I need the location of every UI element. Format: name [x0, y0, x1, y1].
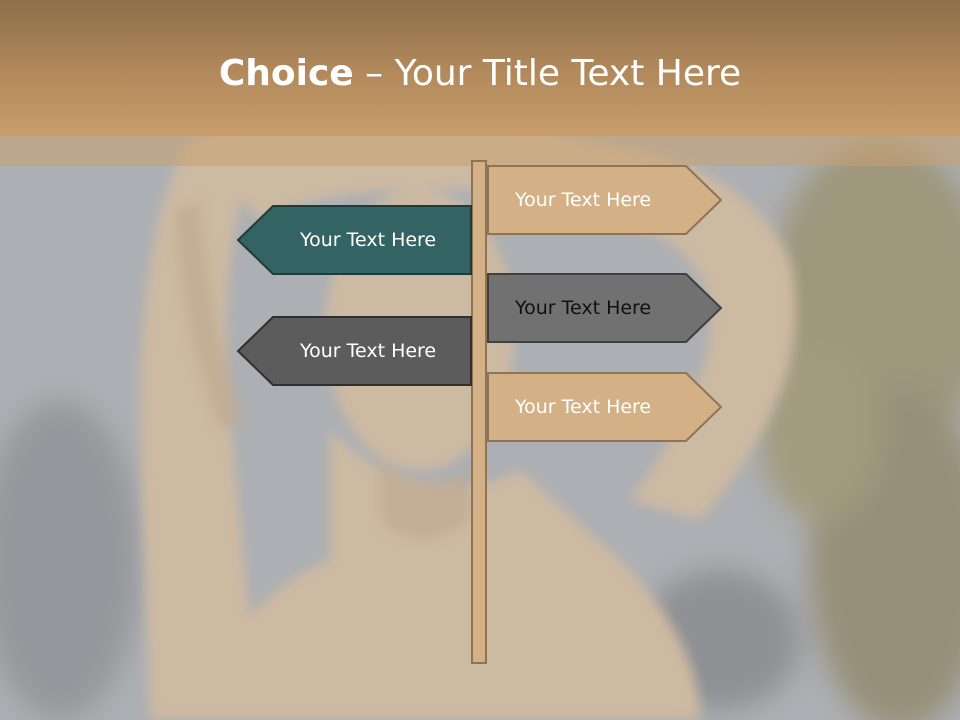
- sign-right-3[interactable]: Your Text Here: [487, 372, 723, 442]
- sign-label: Your Text Here: [300, 340, 437, 362]
- sign-left-2[interactable]: Your Text Here: [236, 316, 472, 386]
- sign-label: Your Text Here: [300, 229, 437, 251]
- title-bar: [0, 0, 960, 136]
- sign-right-2[interactable]: Your Text Here: [487, 273, 723, 343]
- arrow-right-shape: [487, 273, 723, 343]
- arrow-right-shape: [487, 372, 723, 442]
- signpost-pole: [471, 160, 487, 664]
- sign-left-1[interactable]: Your Text Here: [236, 205, 472, 275]
- sign-label: Your Text Here: [515, 189, 652, 211]
- title-bold: Choice: [218, 53, 354, 94]
- sign-label: Your Text Here: [515, 297, 652, 319]
- title-rest: – Your Title Text Here: [353, 53, 742, 94]
- slide-title[interactable]: Choice – Your Title Text Here: [0, 52, 960, 96]
- arrow-right-shape: [487, 165, 723, 235]
- arrow-left-shape: [236, 316, 472, 386]
- sign-label: Your Text Here: [515, 396, 652, 418]
- arrow-left-shape: [236, 205, 472, 275]
- sign-right-1[interactable]: Your Text Here: [487, 165, 723, 235]
